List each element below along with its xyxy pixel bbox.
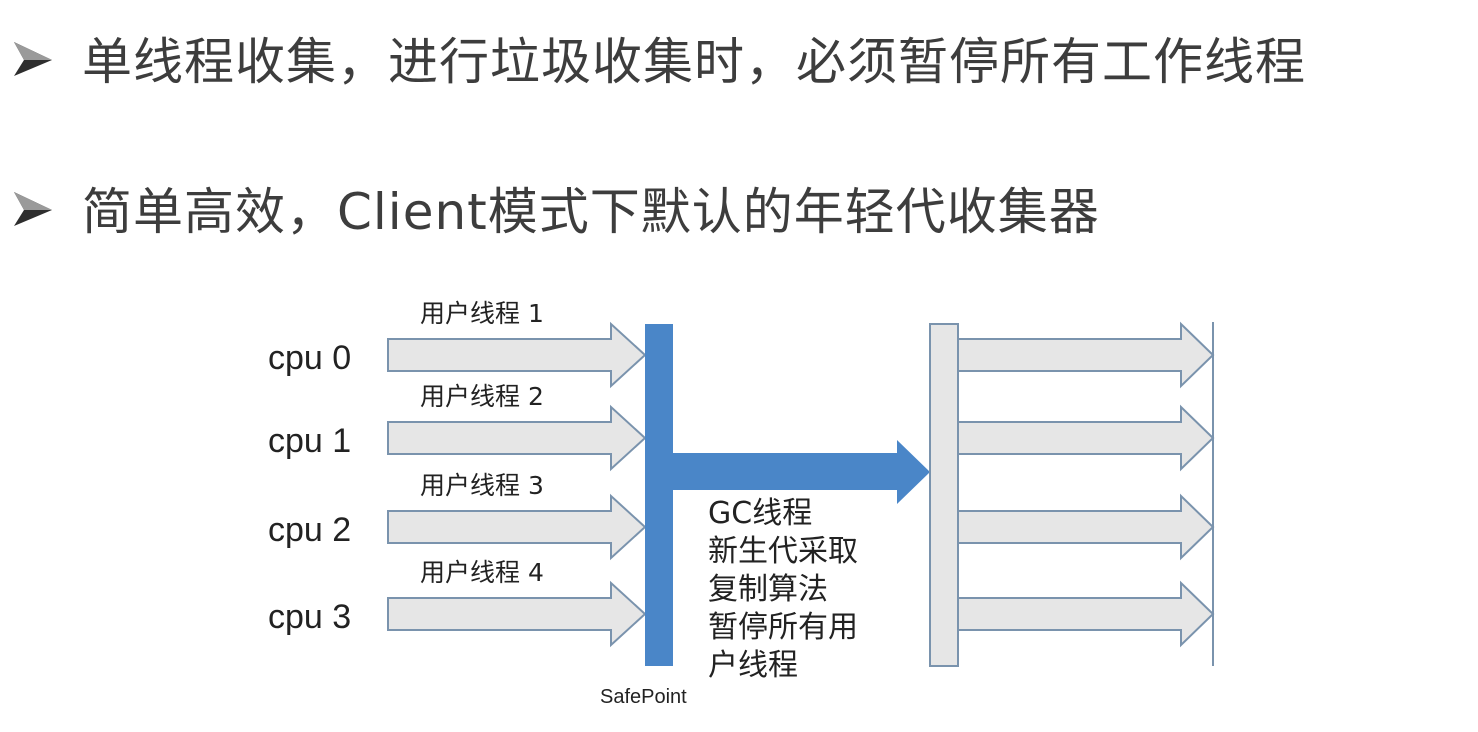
resumed-thread-arrows xyxy=(957,321,1215,648)
resumed-thread-arrow xyxy=(957,404,1215,472)
cpu-label: cpu 1 xyxy=(268,422,351,460)
resumed-thread-arrow xyxy=(957,321,1215,389)
resumed-thread-arrow xyxy=(957,493,1215,561)
resume-bar xyxy=(929,323,959,667)
thread-labels: 用户线程 1 用户线程 2 用户线程 3 用户线程 4 xyxy=(420,299,544,587)
safepoint-label: SafePoint xyxy=(600,686,687,708)
gc-description-line: 复制算法 xyxy=(708,572,828,607)
arrowhead-bullet-icon xyxy=(14,42,52,76)
bullet-item: 单线程收集，进行垃圾收集时，必须暂停所有工作线程 xyxy=(10,22,1306,94)
gc-thread-arrow xyxy=(673,440,930,504)
bullet-text: 单线程收集，进行垃圾收集时，必须暂停所有工作线程 xyxy=(82,33,1306,91)
gc-description-line: 暂停所有用 xyxy=(708,610,858,645)
safepoint-bar xyxy=(645,324,673,666)
gc-description-line: GC线程 xyxy=(708,496,812,531)
user-thread-arrows xyxy=(387,321,647,648)
user-thread-arrow xyxy=(387,321,647,389)
thread-label: 用户线程 3 xyxy=(420,471,544,500)
bullet-item: 简单高效，Client模式下默认的年轻代收集器 xyxy=(10,172,1100,244)
thread-label: 用户线程 2 xyxy=(420,382,544,411)
gc-description-line: 户线程 xyxy=(708,648,798,683)
thread-label: 用户线程 1 xyxy=(420,299,544,328)
bullet-text: 简单高效，Client模式下默认的年轻代收集器 xyxy=(82,183,1100,241)
arrowhead-bullet-icon xyxy=(14,192,52,226)
user-thread-arrow xyxy=(387,404,647,472)
user-thread-arrow xyxy=(387,580,647,648)
gc-description-line: 新生代采取 xyxy=(708,534,858,569)
cpu-labels: cpu 0 cpu 1 cpu 2 cpu 3 xyxy=(268,339,351,636)
thread-label: 用户线程 4 xyxy=(420,558,544,587)
resumed-thread-arrow xyxy=(957,580,1215,648)
cpu-label: cpu 3 xyxy=(268,598,351,636)
cpu-label: cpu 2 xyxy=(268,511,351,549)
user-thread-arrow xyxy=(387,493,647,561)
cpu-label: cpu 0 xyxy=(268,339,351,377)
